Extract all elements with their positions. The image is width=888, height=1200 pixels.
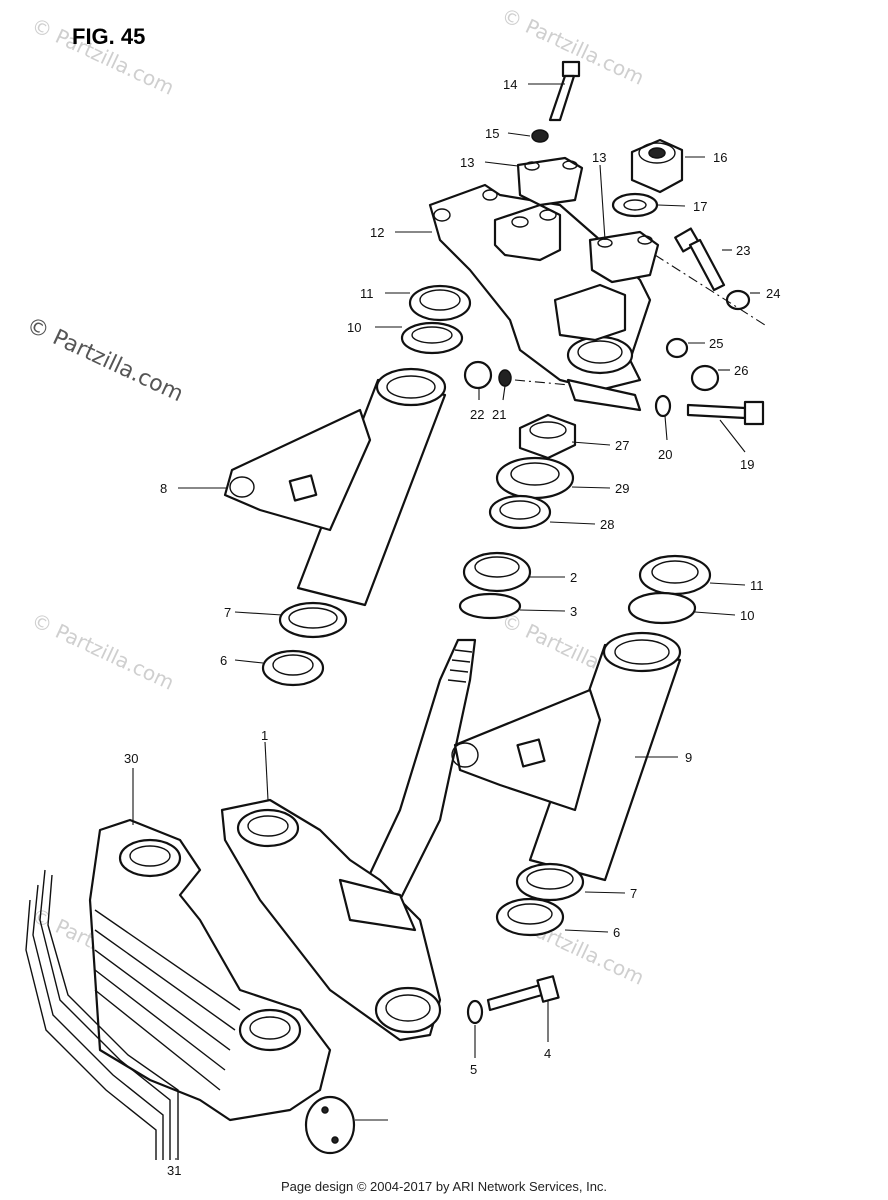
figure-title: FIG. 45 <box>72 24 145 49</box>
callout-6: 6 <box>220 653 227 668</box>
callout-3: 3 <box>570 604 577 619</box>
callout-17: 17 <box>693 199 707 214</box>
washer-23-drawing <box>725 289 751 311</box>
callout-25: 26 <box>734 363 748 378</box>
callout-13: 13 <box>592 150 606 165</box>
bolt-22-drawing <box>674 227 726 292</box>
callout-21: 22 <box>470 407 484 422</box>
callout-8: 8 <box>160 481 167 496</box>
callout-28: 29 <box>615 481 629 496</box>
callout-6: 6 <box>613 925 620 940</box>
callout-30: 31 <box>167 1163 181 1178</box>
callout-10: 10 <box>347 320 361 335</box>
watermark: © Partzilla.com <box>28 608 178 695</box>
nut-25-drawing <box>690 364 720 392</box>
ring-left-drawing <box>261 601 348 687</box>
callout-2: 2 <box>570 570 577 585</box>
washer-17-drawing <box>611 192 659 218</box>
bolt-14-drawing <box>548 60 581 122</box>
callout-27: 28 <box>600 517 614 532</box>
callout-5: 5 <box>470 1062 477 1077</box>
trim-30-drawing <box>25 869 179 1160</box>
bolt-18-drawing <box>686 400 765 426</box>
callout-24: 25 <box>709 336 723 351</box>
callout-16: 16 <box>713 150 727 165</box>
cover-29-drawing <box>88 818 332 1122</box>
callout-10: 10 <box>740 608 754 623</box>
washer-5-drawing <box>466 999 484 1025</box>
bearing-2-3-drawing <box>458 551 532 620</box>
callout-7: 7 <box>224 605 231 620</box>
callout-9: 9 <box>685 750 692 765</box>
callout-23: 24 <box>766 286 780 301</box>
callout-11: 11 <box>360 286 374 301</box>
bolt-4-drawing <box>486 975 560 1012</box>
callout-12: 12 <box>370 225 384 240</box>
fork-tube-8-drawing <box>223 367 447 607</box>
seal-right-drawing <box>627 554 712 625</box>
washer-19-drawing <box>654 394 672 418</box>
callout-18: 19 <box>740 457 754 472</box>
handlebar-clamp-drawing <box>516 156 660 284</box>
steering-stem-drawing <box>220 638 477 1042</box>
footer-copyright: Page design © 2004-2017 by ARI Network S… <box>281 1179 607 1194</box>
callout-20: 21 <box>492 407 506 422</box>
callout-22: 23 <box>736 243 750 258</box>
callout-19: 20 <box>658 447 672 462</box>
bearing-stack-drawing <box>488 413 577 530</box>
callout-11: 11 <box>750 578 764 593</box>
nut-21-drawing <box>463 360 493 390</box>
washer-20-drawing <box>498 369 512 387</box>
callout-26: 27 <box>615 438 629 453</box>
cap-31-drawing <box>304 1095 356 1155</box>
ring-right-drawing <box>495 862 585 937</box>
nut-16-drawing <box>630 138 684 194</box>
callout-29: 30 <box>124 751 138 766</box>
callout-15: 15 <box>485 126 499 141</box>
seal-left-upper-drawing <box>400 284 472 355</box>
callout-4: 4 <box>544 1046 551 1061</box>
callout-13: 13 <box>460 155 474 170</box>
callout-7: 7 <box>630 886 637 901</box>
fork-tube-9-drawing <box>451 631 682 882</box>
washer-15-drawing <box>531 129 549 143</box>
callout-14: 14 <box>503 77 517 92</box>
watermark: © Partzilla.com <box>22 313 186 407</box>
callout-labels: 14 15 13 13 16 17 12 23 24 11 10 25 26 2… <box>124 77 780 1178</box>
nut-24-drawing <box>665 337 689 359</box>
callout-leaders <box>132 83 760 1160</box>
callout-1: 1 <box>261 728 268 743</box>
